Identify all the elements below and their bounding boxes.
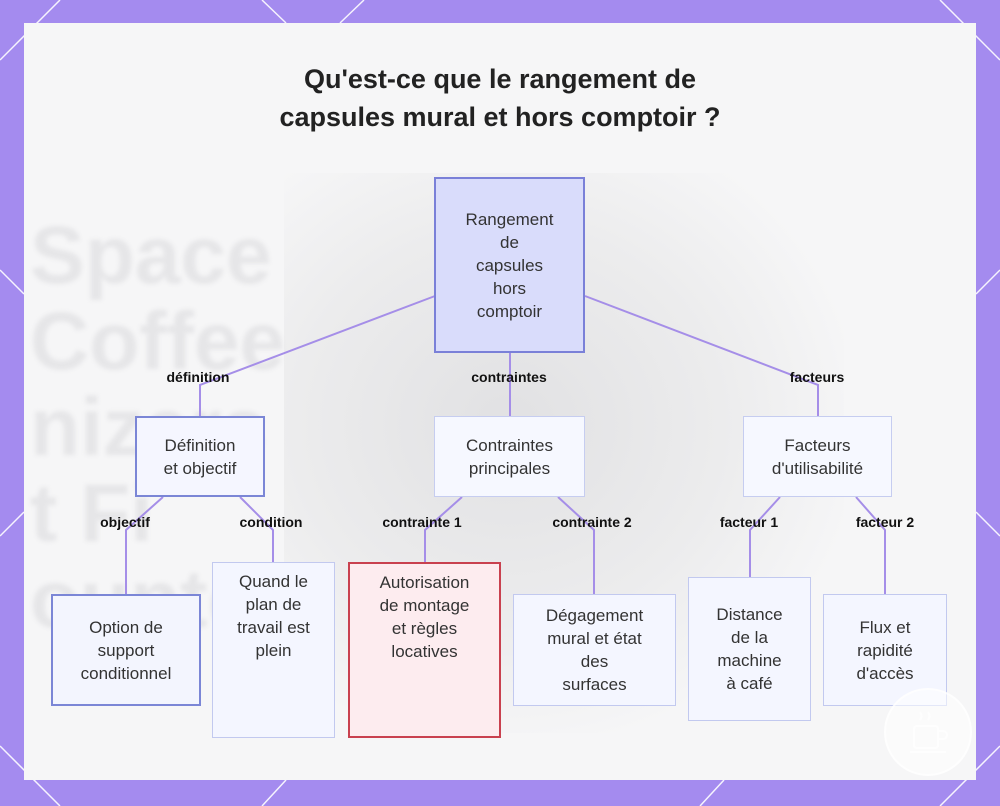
node-root[interactable]: Rangement de capsules hors comptoir <box>434 177 585 353</box>
edge-root-facteurs <box>584 295 819 416</box>
node-definition[interactable]: Définition et objectif <box>135 416 265 497</box>
node-option-label: Option de support conditionnel <box>80 617 172 683</box>
logo-watermark <box>884 688 972 776</box>
node-option[interactable]: Option de support conditionnel <box>51 594 201 706</box>
node-root-label: Rangement de capsules hors comptoir <box>465 209 554 321</box>
node-degagement-label: Dégagement mural et état des surfaces <box>545 606 644 694</box>
node-distance[interactable]: Distance de la machine à café <box>688 577 811 721</box>
edge-label-definition: définition <box>166 369 230 385</box>
edge-root-definition <box>199 295 436 416</box>
edge-definition-quand <box>239 496 274 562</box>
edge-facteurs-flux <box>855 496 886 594</box>
edge-label-contrainte1: contrainte 1 <box>382 514 462 530</box>
edge-label-facteur2: facteur 2 <box>855 514 915 530</box>
node-facteurs[interactable]: Facteurs d'utilisabilité <box>743 416 892 497</box>
node-autorisation-label: Autorisation de montage et règles locati… <box>379 573 470 661</box>
edge-definition-option <box>125 496 164 594</box>
node-definition-label: Définition et objectif <box>163 435 237 478</box>
coffee-cup-icon <box>910 711 948 753</box>
node-flux[interactable]: Flux et rapidité d'accès <box>823 594 947 706</box>
node-quand-label: Quand le plan de travail est plein <box>237 572 310 660</box>
node-quand[interactable]: Quand le plan de travail est plein <box>212 562 335 738</box>
edge-contraintes-degagement <box>557 496 595 594</box>
title-line-1: Qu'est-ce que le rangement de <box>303 64 697 94</box>
edge-label-contrainte2: contrainte 2 <box>552 514 632 530</box>
node-facteurs-label: Facteurs d'utilisabilité <box>771 435 864 478</box>
edge-label-contraintes: contraintes <box>471 369 547 385</box>
node-distance-label: Distance de la machine à café <box>716 605 783 693</box>
edge-label-condition: condition <box>239 514 303 530</box>
edge-facteurs-distance <box>749 496 781 577</box>
node-contraintes-label: Contraintes principales <box>466 435 553 478</box>
edge-label-objectif: objectif <box>100 514 150 530</box>
edge-label-facteurs: facteurs <box>789 369 845 385</box>
edge-contraintes-autorisation <box>424 496 463 562</box>
node-autorisation[interactable]: Autorisation de montage et règles locati… <box>348 562 501 738</box>
edge-label-facteur1: facteur 1 <box>719 514 779 530</box>
node-contraintes[interactable]: Contraintes principales <box>434 416 585 497</box>
node-flux-label: Flux et rapidité d'accès <box>856 617 914 683</box>
title-line-2: capsules mural et hors comptoir ? <box>279 102 721 132</box>
node-degagement[interactable]: Dégagement mural et état des surfaces <box>513 594 676 706</box>
page-title: Qu'est-ce que le rangement de capsules m… <box>0 60 1000 136</box>
